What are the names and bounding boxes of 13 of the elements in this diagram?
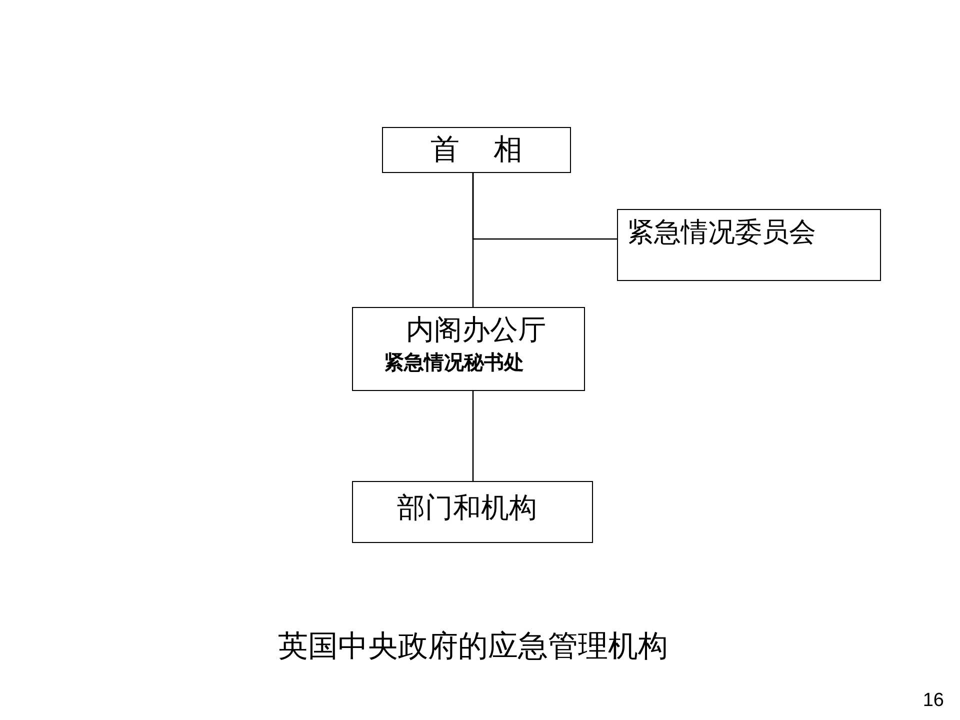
page-number: 16 <box>922 690 944 712</box>
org-box <box>617 209 881 281</box>
heading-text: 首 相 <box>429 134 524 168</box>
subheading-text: 紧急情况秘书处 <box>384 352 524 375</box>
heading-text: 紧急情况委员会 <box>627 217 816 248</box>
heading-text: 内阁办公厅 <box>406 314 546 346</box>
connector-line <box>472 391 474 481</box>
caption: 英国中央政府的应急管理机构 <box>277 629 669 665</box>
org-box <box>352 307 585 391</box>
org-box <box>352 481 593 543</box>
org-box <box>382 127 571 173</box>
connector-line <box>472 173 474 307</box>
heading-text: 部门和机构 <box>397 492 537 524</box>
